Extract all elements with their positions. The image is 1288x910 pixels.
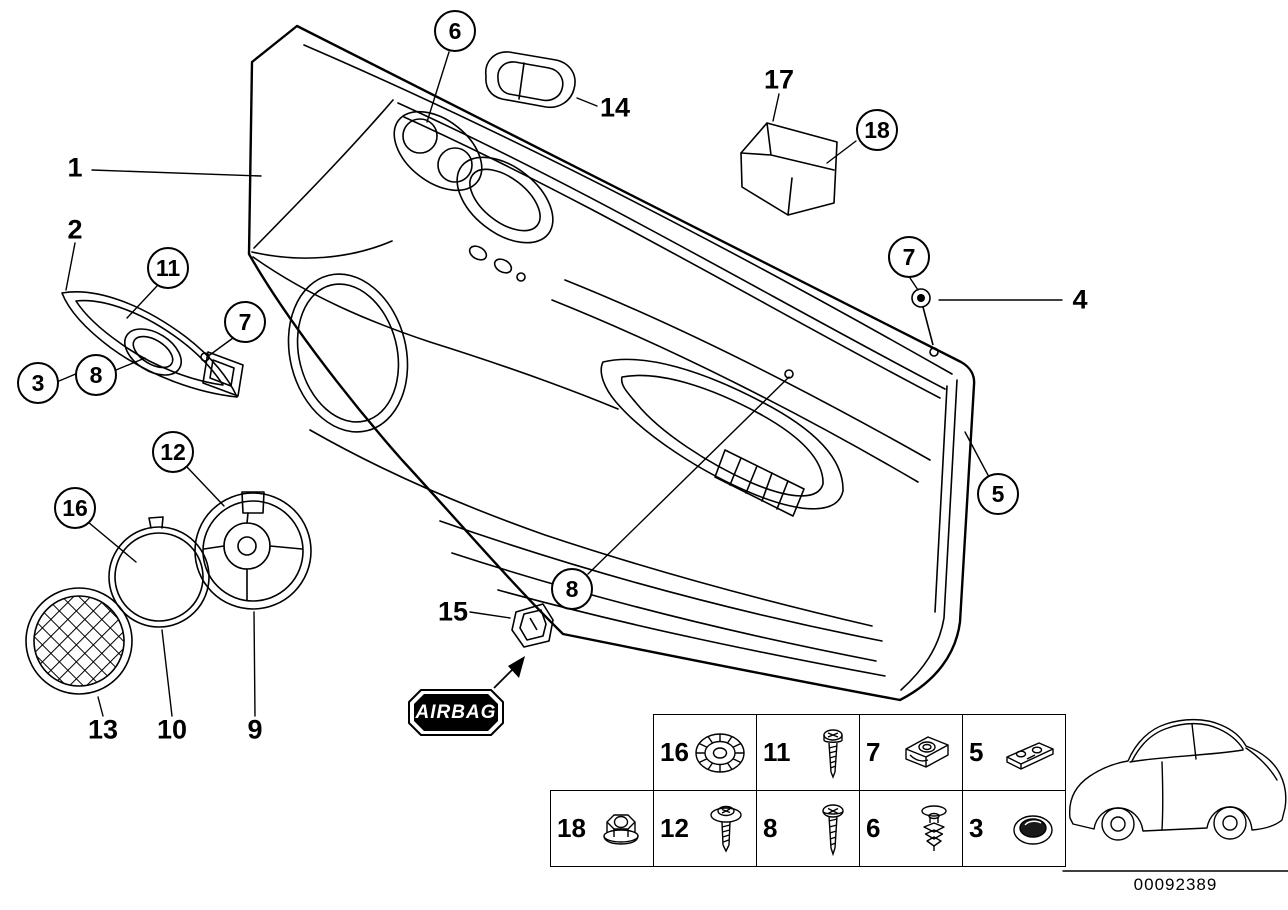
hex-nut-icon [603,813,639,845]
legend-number: 11 [763,737,791,767]
tapping-screw-icon [822,803,844,856]
clamp-icon [905,735,949,768]
door-speaker-opening [287,273,409,433]
legend-cell-5[interactable]: 5 [962,714,1066,791]
grommet-icon [695,732,745,773]
speaker-grille [34,596,124,686]
document-number: 00092389 [1133,875,1218,894]
legend-cell-11[interactable]: 11 [756,714,860,791]
legend-number: 16 [660,737,689,767]
airbag-label: AIRBAG [415,702,497,723]
door-panel [247,24,976,702]
car-silhouette [1062,718,1288,872]
legend-number: 3 [969,813,984,843]
legend-number: 8 [763,813,778,843]
window-switch-part [484,51,576,109]
callout-8-left[interactable]: 8 [75,354,117,396]
leader-lines [58,51,1063,717]
callout-7-left[interactable]: 7 [224,301,266,343]
callout-13[interactable]: 13 [87,714,119,745]
callout-17[interactable]: 17 [763,64,795,95]
legend-cell-18[interactable]: 18 [550,790,654,867]
callout-11[interactable]: 11 [147,247,189,289]
legend-number: 18 [557,813,586,843]
callout-4[interactable]: 4 [1072,284,1088,315]
callout-2[interactable]: 2 [67,214,83,245]
expansion-rivet-icon [921,804,947,851]
legend-number: 7 [866,737,881,767]
callout-14[interactable]: 14 [599,92,631,123]
legend-number: 12 [660,813,689,843]
callout-18[interactable]: 18 [856,109,898,151]
clip-part [511,603,554,648]
door-pull-pocket [600,358,844,510]
grommet-part [911,288,934,346]
legend-cell-8[interactable]: 8 [756,790,860,867]
callout-6[interactable]: 6 [434,10,476,52]
legend-cell-3[interactable]: 3 [962,790,1066,867]
callout-1[interactable]: 1 [67,152,83,183]
callout-5[interactable]: 5 [977,473,1019,515]
tweeter-trim-part [61,291,244,398]
legend-cell-12[interactable]: 12 [653,790,757,867]
callout-8-center[interactable]: 8 [551,568,593,610]
callout-16[interactable]: 16 [54,487,96,529]
legend-cell-16[interactable]: 16 [653,714,757,791]
legend-cell-6[interactable]: 6 [859,790,963,867]
cap-icon [1013,814,1053,845]
callout-15[interactable]: 15 [437,596,469,627]
callout-3[interactable]: 3 [17,362,59,404]
legend-number: 5 [969,737,984,767]
screw-icon [823,728,843,779]
bracket-icon [1006,741,1054,770]
speaker-parts [25,491,312,695]
callout-10[interactable]: 10 [156,714,188,745]
washer-screw-icon [710,805,742,853]
callout-12[interactable]: 12 [152,431,194,473]
callout-7-right[interactable]: 7 [888,236,930,278]
legend-number: 6 [866,813,881,843]
legend-cell-7[interactable]: 7 [859,714,963,791]
bracket-part [740,122,838,216]
callout-9[interactable]: 9 [247,714,263,745]
airbag-badge [408,656,525,736]
